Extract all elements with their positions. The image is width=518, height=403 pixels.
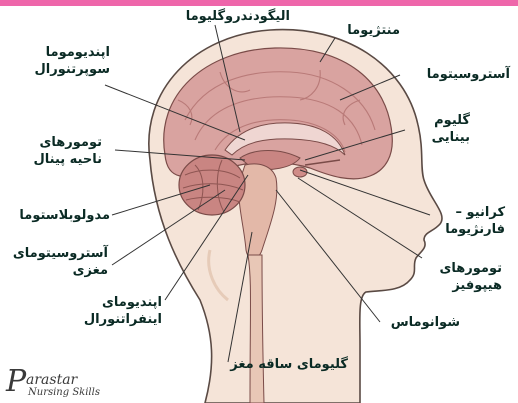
logo-initial: P xyxy=(6,364,26,399)
label-line: اپندیومای xyxy=(60,294,162,311)
logo-tagline: Nursing Skills xyxy=(28,387,100,398)
spinal-cord xyxy=(248,255,264,403)
label-line: مغزی xyxy=(8,262,108,279)
label-line: فارنژیوما xyxy=(425,221,505,238)
label-optic-glioma: گلیوم بینایی xyxy=(410,112,470,146)
label-line: ناحیه پینال xyxy=(10,151,102,168)
label-ependymoma-supratentorial: اپندیوموما سوپرتنورال xyxy=(20,44,110,78)
label-astrocytoma: آستروسیتوما xyxy=(400,66,510,83)
cerebellum xyxy=(179,155,245,215)
label-meningioma: منتژیوما xyxy=(320,22,400,39)
label-line: اینفراتنورال xyxy=(60,311,162,328)
label-craniopharyngioma: کرانیو – فارنژیوما xyxy=(425,204,505,238)
label-cerebellar-astrocytoma: آستروسیتومای مغزی xyxy=(8,245,108,279)
label-pituitary-tumors: تومورهای هیپوفیز xyxy=(420,260,502,294)
parastar-logo: P arastar Nursing Skills xyxy=(6,370,146,400)
label-line: آستروسیتومای xyxy=(8,245,108,262)
label-line: بینایی xyxy=(410,129,470,146)
label-ependymoma-infratentorial: اپندیومای اینفراتنورال xyxy=(60,294,162,328)
label-line: تومورهای xyxy=(420,260,502,277)
label-medulloblastoma: مدولوبلاستوما xyxy=(8,207,110,224)
label-line: سوپرتنورال xyxy=(20,61,110,78)
label-line: هیپوفیز xyxy=(420,277,502,294)
label-schwannoma: شوانوماس xyxy=(380,314,460,331)
label-line: کرانیو – xyxy=(425,204,505,221)
label-line: گلیوم xyxy=(410,112,470,129)
label-line: تومورهای xyxy=(10,134,102,151)
label-oligodendroglioma: الیگودندروگلیوما xyxy=(150,8,290,25)
logo-name: arastar xyxy=(26,372,77,388)
label-brainstem-glioma: گلیومای ساقه مغز xyxy=(228,356,348,373)
label-line: اپندیوموما xyxy=(20,44,110,61)
label-pineal-tumors: تومورهای ناحیه پینال xyxy=(10,134,102,168)
